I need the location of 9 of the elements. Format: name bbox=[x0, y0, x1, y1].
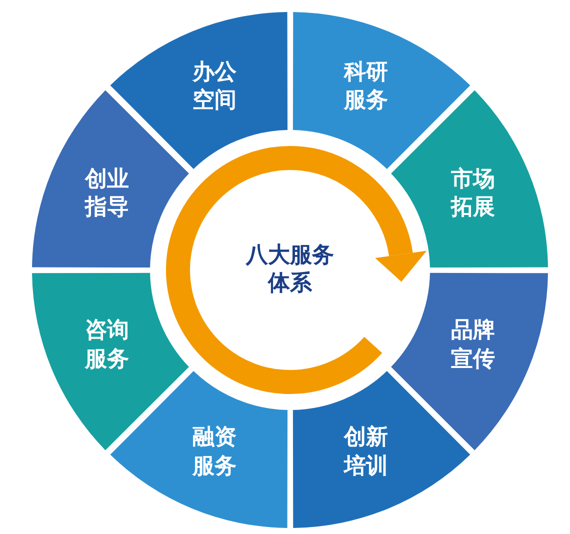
segment-label: 科研服务 bbox=[343, 58, 388, 116]
segment-label: 融资服务 bbox=[192, 424, 237, 481]
segment-label: 创业指导 bbox=[84, 166, 130, 222]
segment-label: 品牌宣传 bbox=[450, 317, 496, 374]
center-title: 八大服务体系 bbox=[245, 242, 336, 299]
segment-label: 市场拓展 bbox=[450, 166, 496, 222]
segment-label: 咨询服务 bbox=[84, 317, 130, 374]
segment-label: 办公空间 bbox=[192, 58, 237, 116]
segment-label: 创新培训 bbox=[343, 424, 388, 481]
